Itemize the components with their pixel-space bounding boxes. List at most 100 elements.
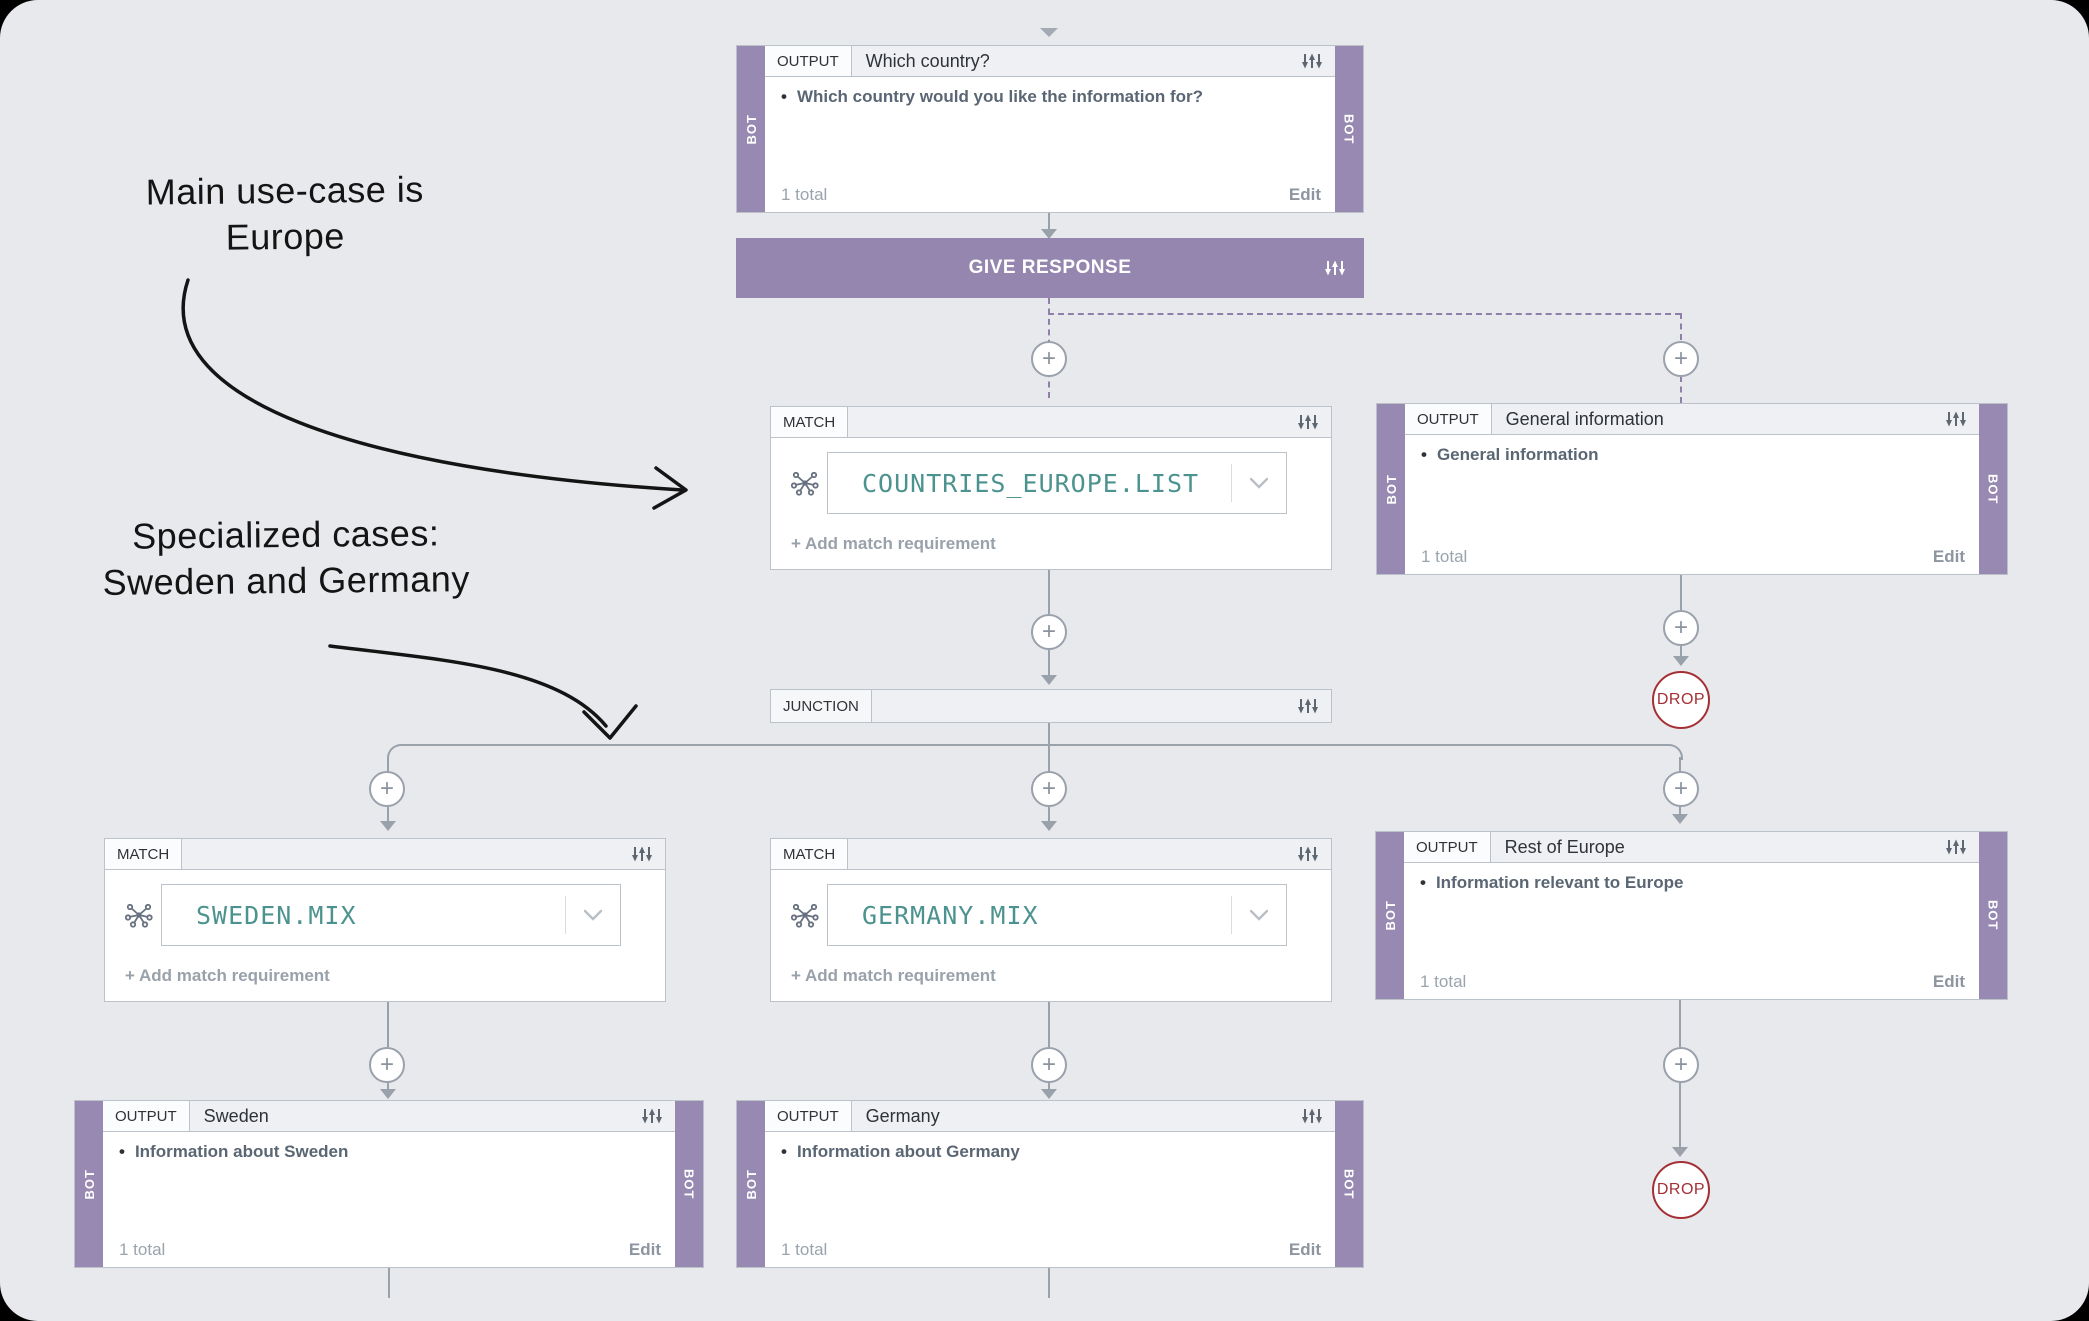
arrowhead-down-icon xyxy=(1041,821,1057,831)
junction-node[interactable]: JUNCTION xyxy=(770,689,1332,723)
arrowhead-down-icon xyxy=(380,821,396,831)
add-node-button[interactable]: + xyxy=(369,771,405,807)
annotation-line: Sweden and Germany xyxy=(102,558,471,603)
node-settings-button[interactable] xyxy=(1285,690,1331,722)
response-item: •General information xyxy=(1421,445,1963,465)
add-node-button[interactable]: + xyxy=(1663,610,1699,646)
bot-label: BOT xyxy=(1985,473,2001,505)
total-count: 1 total xyxy=(781,185,828,204)
connector-line xyxy=(1048,807,1050,822)
add-node-button[interactable]: + xyxy=(1663,1047,1699,1083)
plus-icon: + xyxy=(1041,1051,1056,1078)
edit-link[interactable]: Edit xyxy=(1288,185,1321,204)
bot-label: BOT xyxy=(1985,900,2001,931)
arrowhead-down-icon xyxy=(1673,656,1689,666)
sliders-icon xyxy=(1946,411,1966,427)
annotation-line: Specialized cases: xyxy=(131,512,440,557)
match-topic-dropdown[interactable]: SWEDEN.MIX xyxy=(161,884,621,946)
node-type-tab: OUTPUT xyxy=(103,1101,190,1131)
sliders-icon xyxy=(1946,839,1966,855)
match-node-sweden[interactable]: MATCH SWEDEN.MIX + Add match requirem xyxy=(104,838,666,1002)
bot-label: BOT xyxy=(743,1168,759,1200)
chevron-down-icon xyxy=(566,909,620,921)
match-topic-dropdown[interactable]: COUNTRIES_EUROPE.LIST xyxy=(827,452,1287,514)
bot-label: BOT xyxy=(1341,1168,1357,1200)
node-body: •General information 1 total Edit xyxy=(1405,435,1979,574)
bot-strip: BOT xyxy=(75,1101,103,1267)
sliders-icon xyxy=(1302,53,1322,69)
response-text: General information xyxy=(1436,445,1599,464)
plus-icon: + xyxy=(379,775,394,802)
connector-line xyxy=(1048,746,1050,773)
node-settings-button[interactable] xyxy=(619,839,665,869)
node-type-tab: OUTPUT xyxy=(765,1101,852,1131)
edit-link[interactable]: Edit xyxy=(628,1240,661,1259)
node-settings-button[interactable] xyxy=(1285,407,1331,437)
node-settings-button[interactable] xyxy=(1285,839,1331,869)
match-topic-dropdown[interactable]: GERMANY.MIX xyxy=(827,884,1287,946)
response-text: Information relevant to Europe xyxy=(1435,873,1684,892)
annotation-arrow-curve xyxy=(328,644,608,728)
node-settings-button[interactable] xyxy=(1933,404,1979,434)
node-body: •Which country would you like the inform… xyxy=(765,77,1335,212)
node-title: Germany xyxy=(865,1105,940,1126)
sliders-icon xyxy=(632,846,652,862)
bot-strip: BOT xyxy=(737,46,765,212)
give-response-bar[interactable]: GIVE RESPONSE xyxy=(736,238,1364,298)
node-header: OUTPUT Rest of Europe xyxy=(1404,832,1979,863)
connector-line xyxy=(1048,570,1050,614)
give-response-settings-button[interactable] xyxy=(1312,238,1358,298)
output-node-sweden[interactable]: BOT OUTPUT Sweden •Information about Swe… xyxy=(74,1100,704,1268)
add-node-button[interactable]: + xyxy=(1663,771,1699,807)
add-match-requirement-link[interactable]: + Add match requirement xyxy=(125,966,330,985)
drop-terminator[interactable]: DROP xyxy=(1652,671,1710,729)
response-item: •Information about Germany xyxy=(781,1142,1319,1162)
node-settings-button[interactable] xyxy=(1933,832,1979,862)
node-type-tab: JUNCTION xyxy=(771,690,872,722)
node-settings-button[interactable] xyxy=(1289,1101,1335,1131)
add-node-button[interactable]: + xyxy=(1031,341,1067,377)
response-text: Information about Sweden xyxy=(134,1142,349,1161)
add-node-button[interactable]: + xyxy=(1031,771,1067,807)
match-node-germany[interactable]: MATCH GERMANY.MIX + Add match require xyxy=(770,838,1332,1002)
edit-link[interactable]: Edit xyxy=(1932,547,1965,566)
give-response-label: GIVE RESPONSE xyxy=(968,257,1132,278)
node-title xyxy=(848,839,1285,869)
annotation-main-use-case: Main use-case is Europe xyxy=(90,166,481,262)
arrowhead-down-icon xyxy=(1672,1147,1688,1157)
edit-link[interactable]: Edit xyxy=(1932,972,1965,991)
add-match-requirement-link[interactable]: + Add match requirement xyxy=(791,534,996,553)
response-item: •Which country would you like the inform… xyxy=(781,87,1319,107)
output-node-which-country[interactable]: BOT OUTPUT Which country? •Which country… xyxy=(736,45,1364,213)
edit-link[interactable]: Edit xyxy=(1288,1240,1321,1259)
total-count: 1 total xyxy=(119,1240,166,1259)
add-node-button[interactable]: + xyxy=(369,1047,405,1083)
connector-line xyxy=(387,1002,389,1047)
dropdown-divider xyxy=(565,896,566,934)
node-title xyxy=(182,839,619,869)
bot-label: BOT xyxy=(1383,473,1399,505)
connector-elbow xyxy=(387,744,403,760)
bullet-marker: • xyxy=(1420,873,1426,892)
node-settings-button[interactable] xyxy=(629,1101,675,1131)
sliders-icon xyxy=(1298,846,1318,862)
plus-icon: + xyxy=(1041,618,1056,645)
node-settings-button[interactable] xyxy=(1289,46,1335,76)
add-node-button[interactable]: + xyxy=(1031,614,1067,650)
node-body: •Information about Germany 1 total Edit xyxy=(765,1132,1335,1267)
match-node-europe[interactable]: MATCH COUNTRIES_EUROPE.LIST + Add mat xyxy=(770,406,1332,570)
plus-icon: + xyxy=(1673,1051,1688,1078)
connector-line xyxy=(1048,650,1050,676)
dashed-connector xyxy=(1048,313,1681,315)
node-body: SWEDEN.MIX + Add match requirement xyxy=(105,870,665,1001)
drop-terminator[interactable]: DROP xyxy=(1652,1161,1710,1219)
add-match-requirement-link[interactable]: + Add match requirement xyxy=(791,966,996,985)
output-node-rest-of-europe[interactable]: BOT OUTPUT Rest of Europe • Information r… xyxy=(1375,831,2008,1000)
add-node-button[interactable]: + xyxy=(1663,341,1699,377)
annotation-arrowhead xyxy=(582,704,638,740)
output-node-general-information[interactable]: BOT OUTPUT General information •General … xyxy=(1376,403,2008,575)
bot-strip: BOT xyxy=(737,1101,765,1267)
output-node-germany[interactable]: BOT OUTPUT Germany •Information about Ge… xyxy=(736,1100,1364,1268)
add-node-button[interactable]: + xyxy=(1031,1047,1067,1083)
connector-line xyxy=(388,1268,390,1298)
